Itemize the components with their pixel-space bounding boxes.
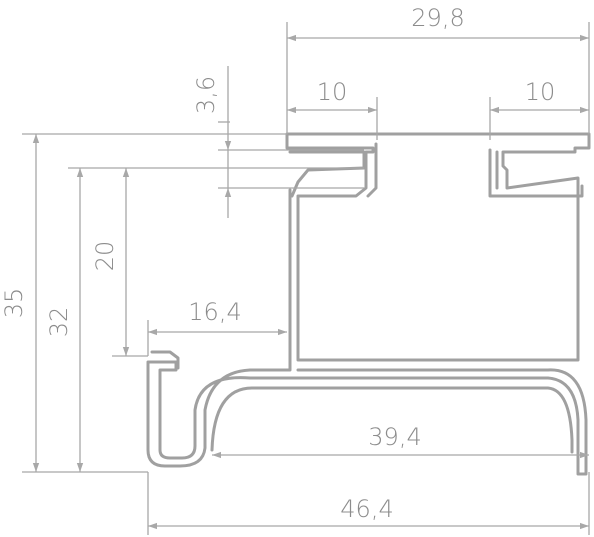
left-hook (150, 350, 180, 370)
vertical-stem (146, 188, 588, 476)
label-total-height: 35 (0, 288, 28, 319)
aluminium-profile-outline (146, 132, 591, 476)
label-top-width: 29,8 (411, 4, 464, 32)
right-slot (488, 148, 584, 198)
label-hook-offset: 16,4 (188, 298, 241, 326)
top-flange (285, 132, 591, 362)
extension-lines (22, 22, 590, 535)
label-slot-height: 3,6 (192, 76, 220, 114)
label-upper-height: 20 (91, 241, 119, 272)
bottom-channel (210, 386, 574, 454)
label-left-flange: 10 (317, 78, 348, 106)
dimension-lines (32, 34, 589, 530)
label-right-flange: 10 (525, 78, 556, 106)
label-body-height: 32 (45, 307, 73, 338)
left-slot (288, 150, 366, 198)
label-total-width: 46,4 (340, 495, 393, 523)
label-inner-width: 39,4 (368, 423, 421, 451)
dimension-labels: 29,8 10 10 3,6 35 32 20 16,4 39,4 46,4 (0, 4, 555, 523)
left-slot-lip (366, 142, 378, 198)
